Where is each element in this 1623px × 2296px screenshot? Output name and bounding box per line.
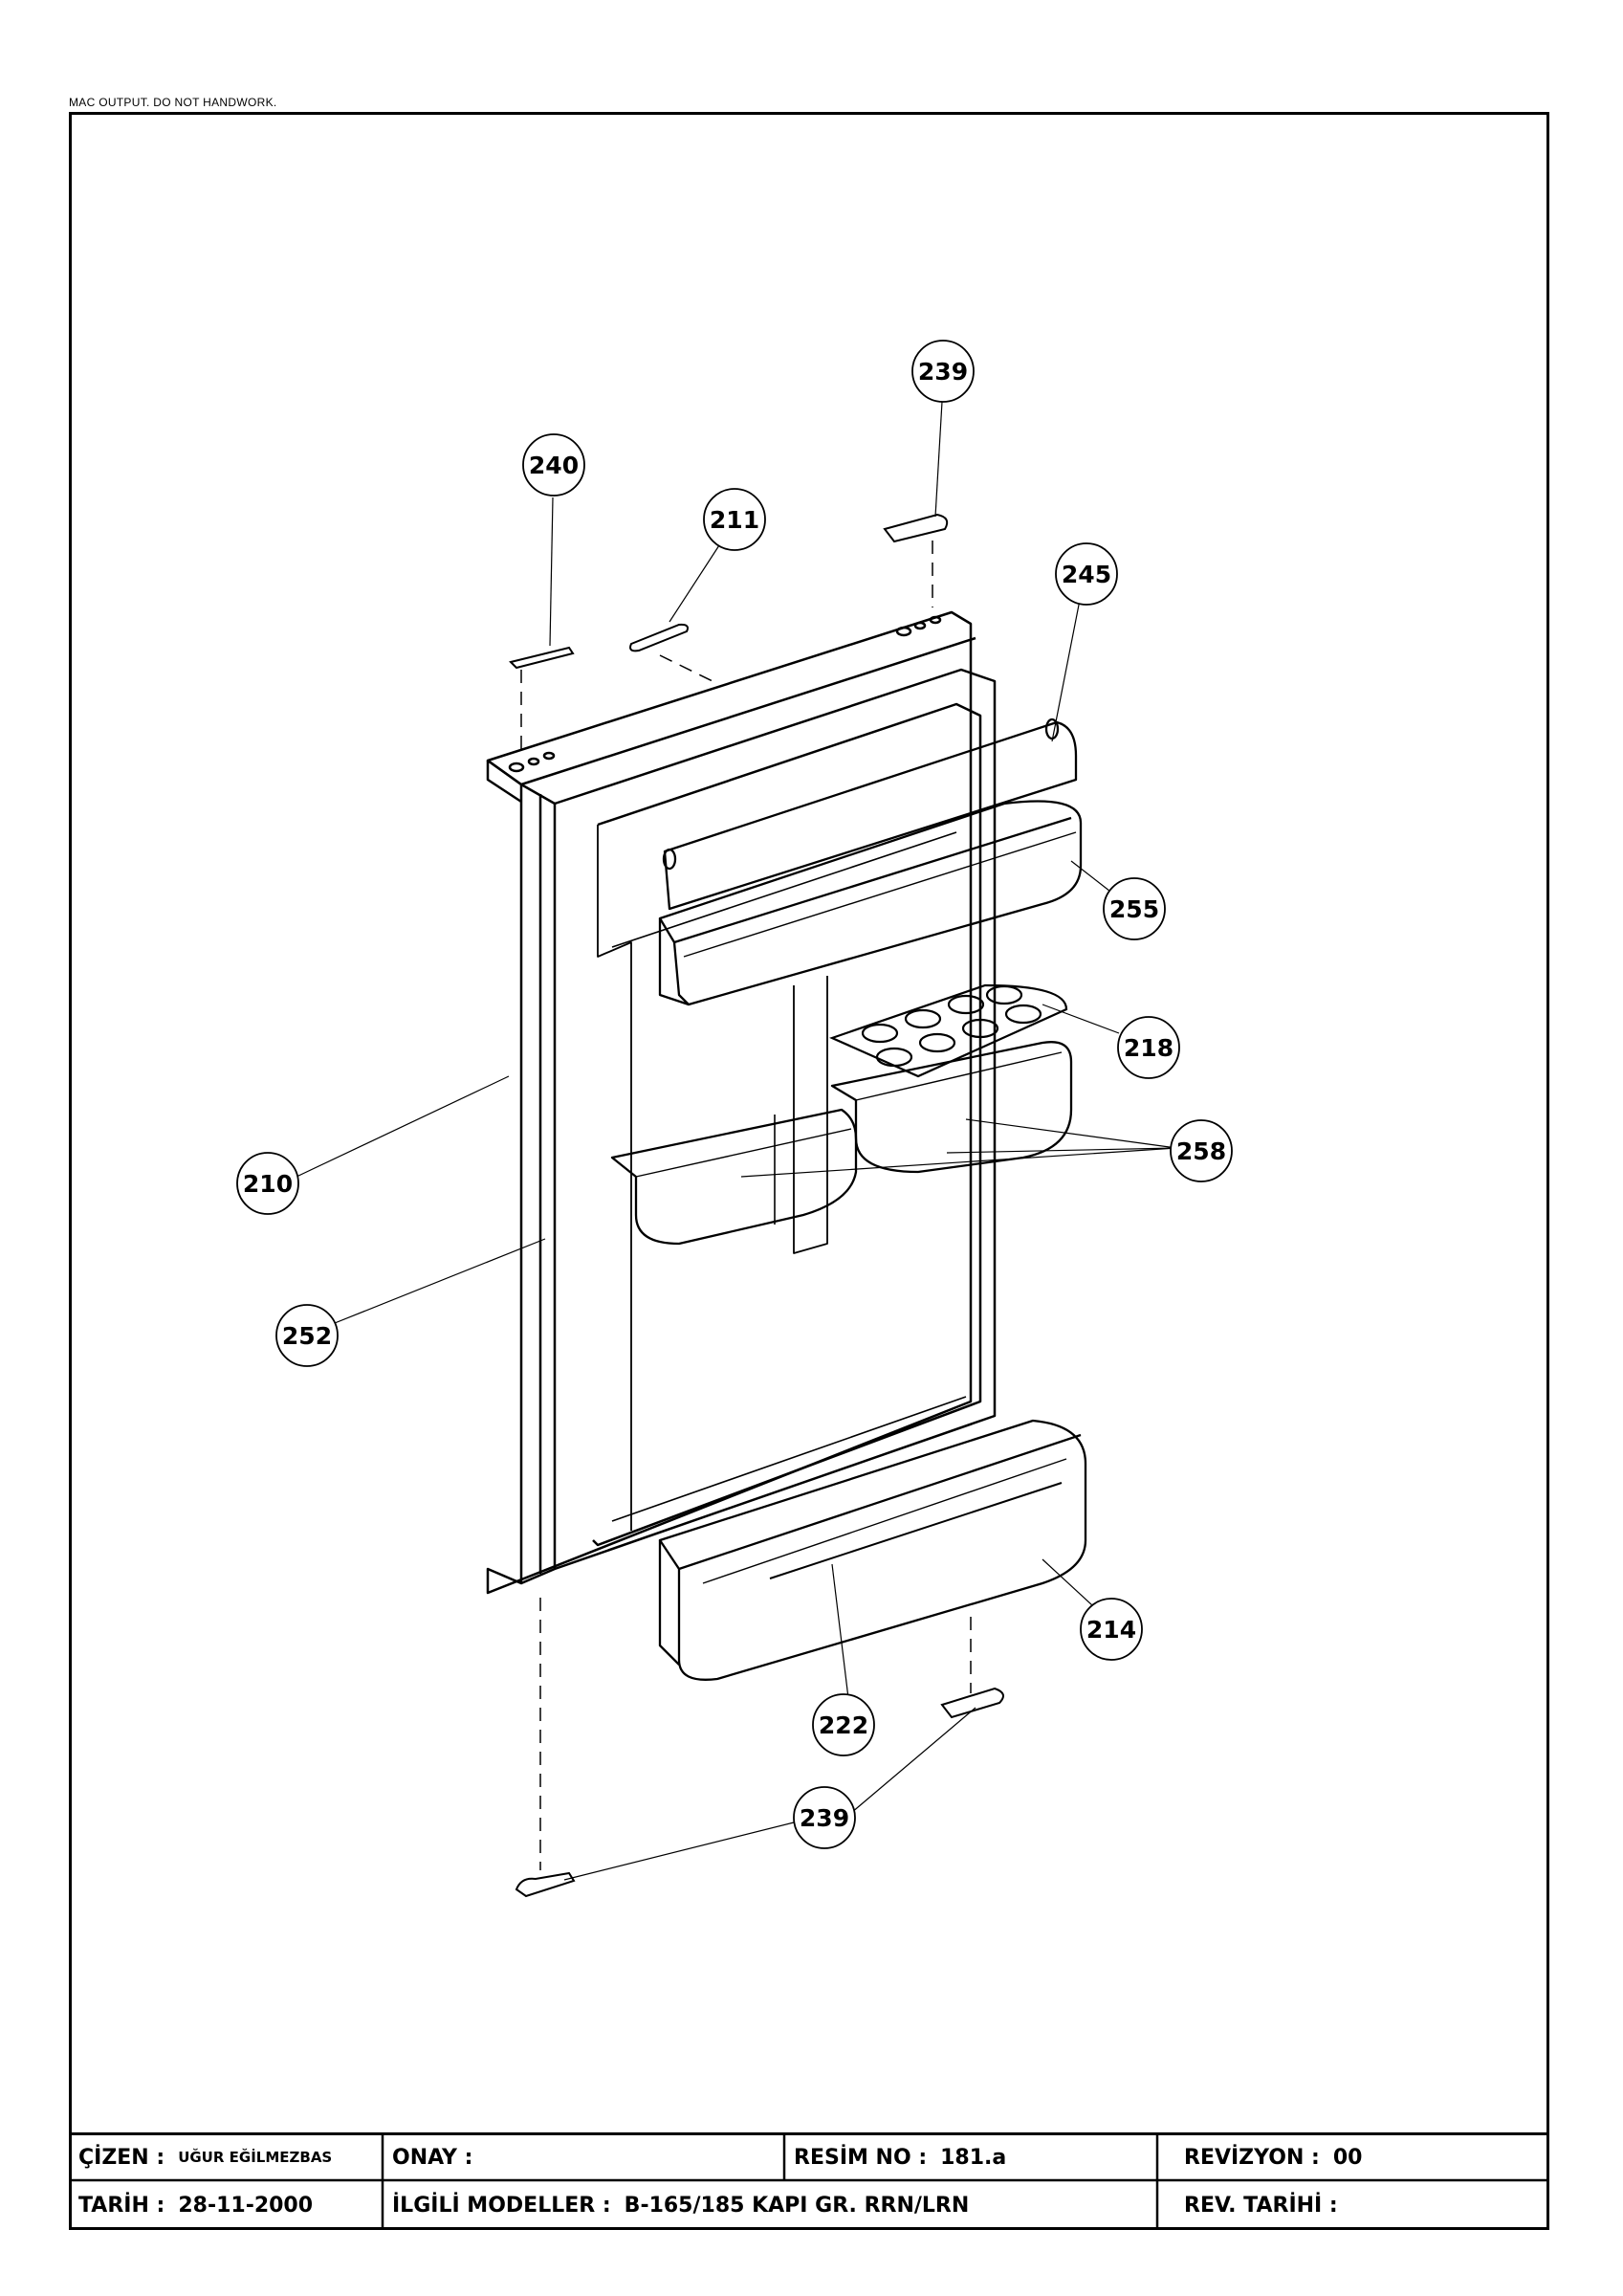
door-inner-liner bbox=[554, 668, 997, 1571]
resim-no-label: RESİM NO : bbox=[794, 2145, 928, 2170]
cizen-cell: ÇİZEN : UĞUR EĞİLMEZBAS bbox=[69, 2134, 383, 2180]
tarih-cell: TARİH : 28-11-2000 bbox=[69, 2180, 383, 2230]
callout-218: 218 bbox=[1117, 1016, 1180, 1079]
upper-shelf bbox=[658, 718, 1083, 1006]
revizyon-label: REVİZYON : bbox=[1184, 2145, 1320, 2170]
modeller-value: B-165/185 KAPI GR. RRN/LRN bbox=[624, 2193, 970, 2218]
egg-tray-218 bbox=[828, 983, 1068, 1078]
onay-label: ONAY : bbox=[392, 2145, 473, 2170]
plug-211 bbox=[629, 623, 689, 652]
door-outer-panel bbox=[486, 610, 973, 1595]
hinge-cover-240 bbox=[509, 646, 575, 670]
header-note: MAC OUTPUT. DO NOT HANDWORK. bbox=[69, 96, 277, 109]
door-shelf-258-left bbox=[610, 1108, 858, 1246]
tarih-value: 28-11-2000 bbox=[178, 2193, 314, 2218]
callout-245: 245 bbox=[1055, 542, 1118, 606]
callout-label: 222 bbox=[819, 1711, 868, 1739]
callout-label: 239 bbox=[800, 1804, 849, 1832]
leader-lines bbox=[296, 401, 1177, 1881]
lower-shelf-214 bbox=[658, 1419, 1087, 1681]
callout-label: 252 bbox=[282, 1322, 332, 1350]
middle-shelves-258 bbox=[610, 1041, 1073, 1246]
callout-240: 240 bbox=[522, 433, 585, 497]
callout-222: 222 bbox=[812, 1693, 875, 1756]
callout-label: 239 bbox=[918, 358, 968, 386]
resim-no-cell: RESİM NO : 181.a bbox=[784, 2134, 1157, 2180]
callout-label: 210 bbox=[243, 1170, 293, 1198]
title-block: ÇİZEN : UĞUR EĞİLMEZBAS ONAY : RESİM NO … bbox=[69, 2132, 1549, 2230]
callout-label: 214 bbox=[1086, 1616, 1136, 1644]
onay-cell: ONAY : bbox=[383, 2134, 784, 2180]
callout-label: 258 bbox=[1176, 1137, 1226, 1165]
callout-239-top: 239 bbox=[911, 340, 975, 403]
rev-tarihi-cell: REV. TARİHİ : bbox=[1157, 2180, 1549, 2230]
drawing-frame bbox=[69, 112, 1549, 2230]
hinge-bushing-239-top bbox=[883, 513, 949, 543]
resim-no-value: 181.a bbox=[940, 2145, 1007, 2170]
revizyon-cell: REVİZYON : 00 bbox=[1157, 2134, 1549, 2180]
rev-tarihi-label: REV. TARİHİ : bbox=[1184, 2193, 1338, 2218]
callout-211: 211 bbox=[703, 488, 766, 551]
callout-258: 258 bbox=[1170, 1119, 1233, 1182]
shelf-bar-222 bbox=[769, 1482, 1063, 1579]
callout-252: 252 bbox=[275, 1304, 339, 1367]
callout-255: 255 bbox=[1103, 877, 1166, 940]
assembly-axes bbox=[520, 541, 972, 1870]
cizen-label: ÇİZEN : bbox=[78, 2145, 165, 2170]
shelf-cover-245 bbox=[663, 720, 1078, 911]
revizyon-value: 00 bbox=[1332, 2145, 1363, 2170]
callout-label: 211 bbox=[710, 506, 759, 534]
tarih-label: TARİH : bbox=[78, 2193, 165, 2218]
door-assembly bbox=[486, 610, 997, 1595]
small-parts bbox=[509, 513, 1004, 1898]
callout-label: 245 bbox=[1062, 561, 1111, 588]
callout-label: 255 bbox=[1109, 895, 1159, 923]
hinge-bushing-239-bottom bbox=[515, 1871, 576, 1898]
callout-label: 218 bbox=[1124, 1034, 1173, 1062]
cizen-value: UĞUR EĞİLMEZBAS bbox=[178, 2149, 333, 2166]
callout-214: 214 bbox=[1080, 1598, 1143, 1661]
modeller-label: İLGİLİ MODELLER : bbox=[392, 2193, 611, 2218]
title-block-grid bbox=[69, 2132, 1549, 2230]
door-gasket bbox=[520, 783, 557, 1585]
door-shelf-255 bbox=[658, 800, 1083, 1006]
callout-label: 240 bbox=[529, 452, 579, 479]
hinge-part-lower-right bbox=[940, 1687, 1004, 1719]
door-shelf-258-right bbox=[830, 1041, 1073, 1174]
callout-210: 210 bbox=[236, 1152, 299, 1215]
modeller-cell: İLGİLİ MODELLER : B-165/185 KAPI GR. RRN… bbox=[383, 2180, 1157, 2230]
callout-239-bottom: 239 bbox=[793, 1786, 856, 1849]
